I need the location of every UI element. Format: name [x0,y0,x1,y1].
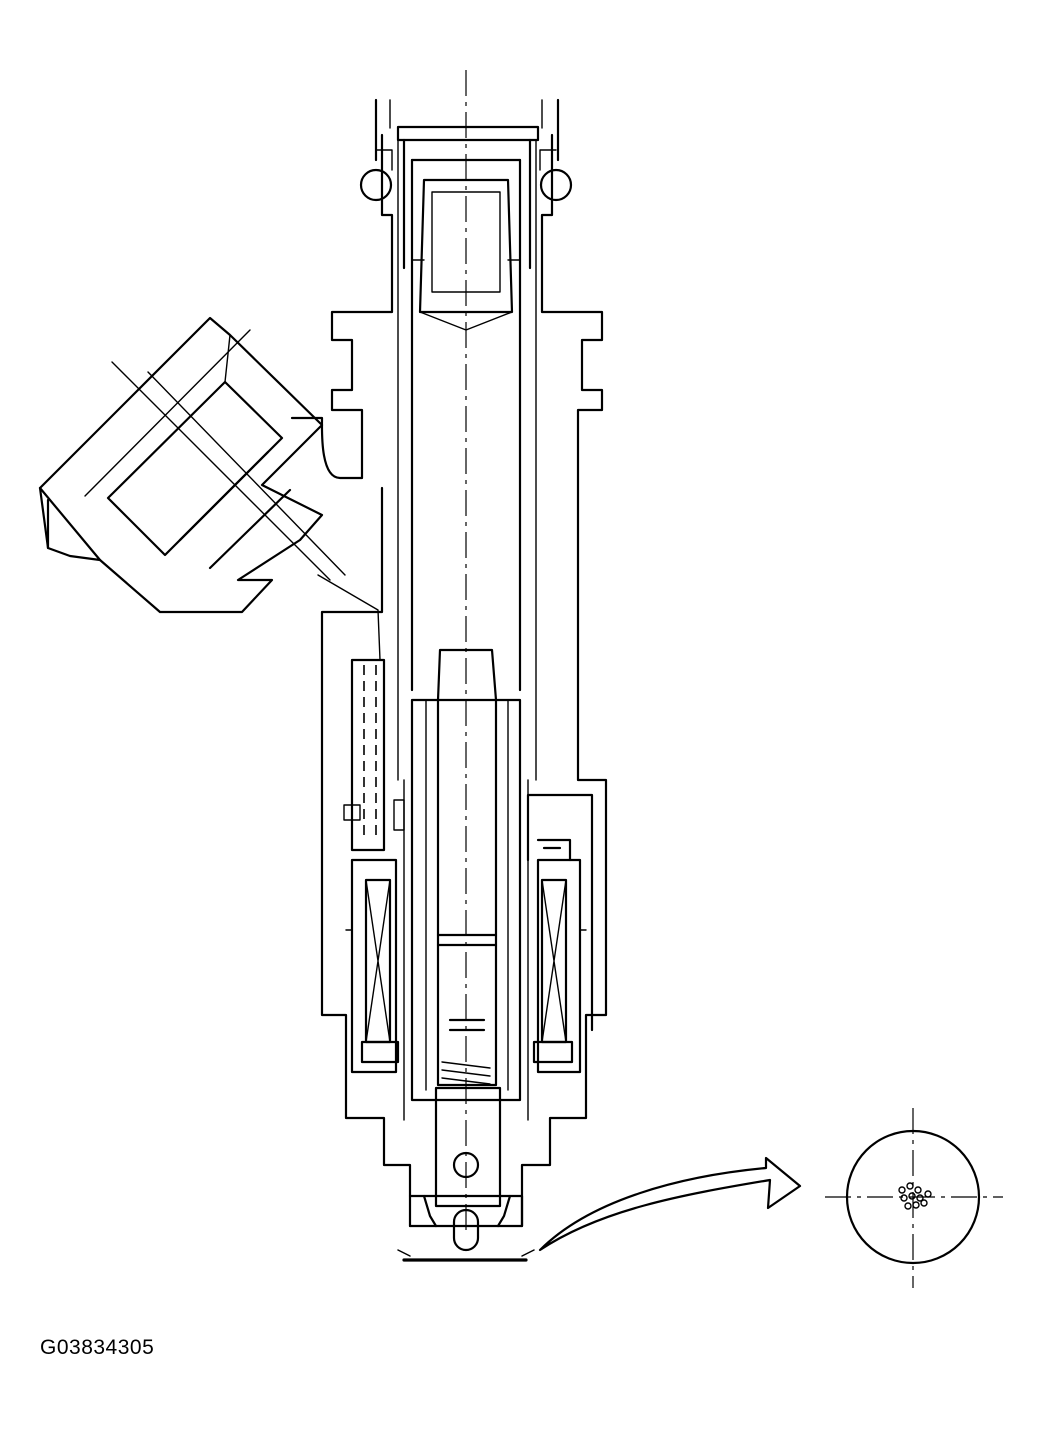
injector-outer-body [290,98,608,1228]
nozzle-orifice-detail [825,1108,1003,1288]
spray-nozzle [397,1086,535,1262]
fuel-inlet-filter [397,139,537,781]
orifice-holes [898,1182,932,1210]
return-spring [441,1061,491,1085]
armature-plunger [403,648,529,1121]
spray-pattern-arrow [538,1156,802,1252]
o-ring-seal [359,149,573,202]
electrical-connector [38,316,381,661]
diagram-code-label: G03834305 [40,1336,155,1359]
terminal-wire [343,658,405,852]
